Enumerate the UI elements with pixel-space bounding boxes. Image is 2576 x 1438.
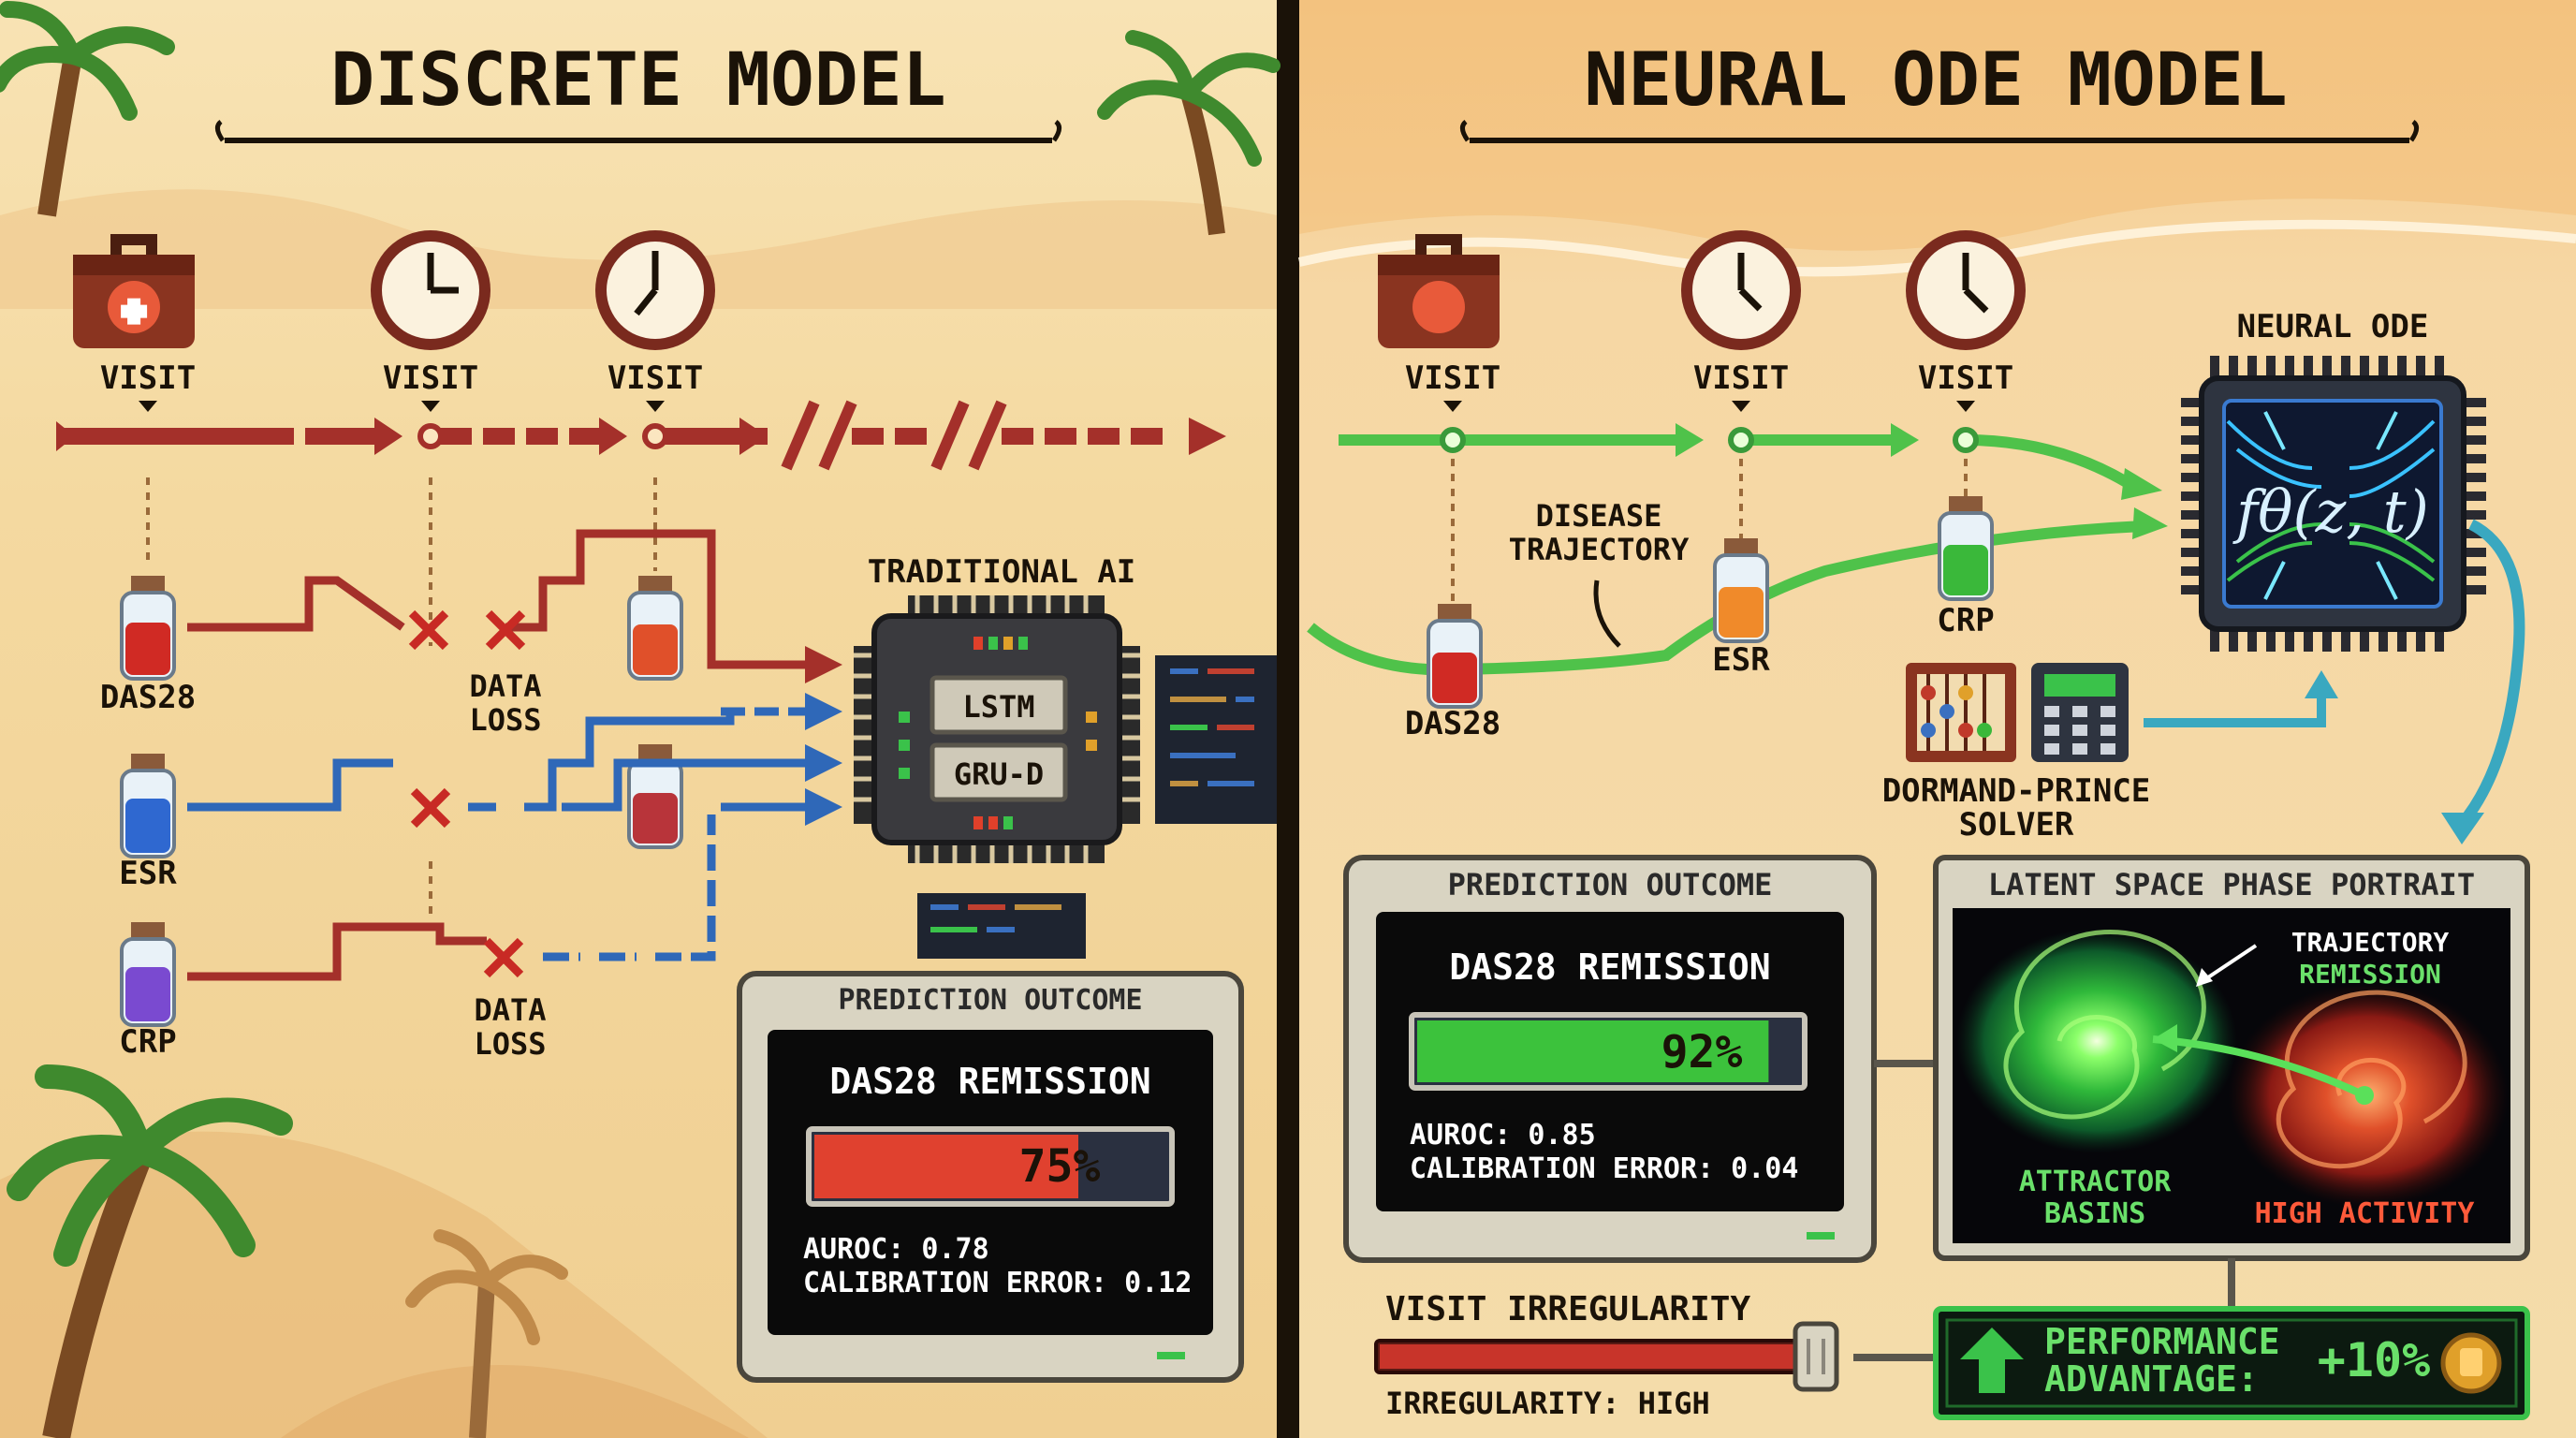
outcome-header: PREDICTION OUTCOME [1448, 867, 1773, 902]
auroc-label: AUROC: 0.85 [1410, 1119, 1596, 1152]
advantage-label: PERFORMANCE [2044, 1321, 2280, 1362]
solver-arrow [2305, 670, 2338, 698]
vial-esr-icon [120, 754, 176, 858]
phase-portrait-panel [1933, 855, 2530, 1261]
solver-label: SOLVER [1959, 806, 2074, 844]
clock-icon [1906, 230, 2026, 350]
performance-advantage-panel [1933, 1306, 2530, 1420]
calibration-label: CALIBRATION ERROR: 0.04 [1410, 1152, 1798, 1185]
continuous-timeline [1339, 423, 2162, 500]
data-loss-label: LOSS [469, 702, 541, 738]
visit-label: VISIT [1693, 360, 1789, 397]
advantage-value: +10% [2318, 1333, 2430, 1387]
chip-title: TRADITIONAL AI [868, 553, 1136, 591]
vial-das28-icon [120, 576, 176, 681]
biomarker-label: ESR [119, 855, 177, 892]
palm-tree-icon [1097, 30, 1281, 236]
dune [281, 1365, 749, 1438]
irregularity-status: IRREGULARITY: HIGH [1385, 1386, 1710, 1421]
chip-label-grud: GRU-D [954, 756, 1044, 792]
trophy-icon [2440, 1332, 2502, 1394]
vial-crp-icon [1938, 496, 1994, 601]
outcome-metric: DAS28 REMISSION [1449, 946, 1770, 988]
dune [0, 1131, 768, 1438]
ode-title: NEURAL ODE [2237, 308, 2429, 345]
dune [1299, 0, 2576, 251]
calculator-icon [2031, 663, 2129, 762]
visit-guide [1451, 459, 1968, 609]
visit-label: VISIT [1405, 360, 1500, 397]
crp-route [187, 814, 716, 981]
solver-label: DORMAND-PRINCE [1882, 772, 2151, 810]
data-loss-x-icon [408, 609, 526, 978]
phase-remission-label: REMISSION [2299, 959, 2441, 990]
right-title: NEURAL ODE MODEL [1584, 38, 2287, 123]
advantage-label: ADVANTAGE: [2044, 1358, 2259, 1400]
data-stream-panel [917, 655, 1277, 959]
visit-label: VISIT [1918, 360, 2013, 397]
title-flourish [1460, 120, 2419, 142]
neural-ode-chip [2181, 356, 2486, 652]
palm-tree-icon [7, 1064, 293, 1438]
palm-tree-icon [0, 1, 175, 217]
data-loss-label: LOSS [474, 1026, 546, 1062]
progress-fill [814, 1135, 1078, 1198]
wave-line [1297, 219, 2576, 277]
dune [0, 189, 1277, 309]
solver-arrow [2144, 695, 2326, 727]
palm-tree-icon [405, 1229, 568, 1438]
vial-icon [627, 576, 683, 681]
esr-route [187, 693, 842, 826]
biomarker-label: ESR [1712, 641, 1770, 679]
visit-label: VISIT [100, 360, 196, 397]
irregularity-slider-handle[interactable] [1793, 1321, 1839, 1392]
das28-route [187, 529, 842, 683]
outcome-header: PREDICTION OUTCOME [838, 984, 1142, 1017]
title-flourish [215, 120, 1061, 142]
up-arrow-icon [1960, 1328, 2024, 1393]
medical-bag-icon [73, 234, 195, 348]
data-loss-label: DATA [469, 668, 541, 704]
vial-icon [627, 744, 683, 849]
chip-label-lstm: LSTM [962, 689, 1034, 725]
biomarker-label: DAS28 [1405, 705, 1500, 742]
abacus-icon [1906, 663, 2016, 762]
vial-crp-icon [120, 922, 176, 1027]
vial-esr-icon [1713, 538, 1769, 643]
discrete-timeline [56, 400, 1226, 471]
trajectory-label: DISEASE [1536, 498, 1662, 534]
ode-formula: fθ(z, t) [2232, 477, 2429, 546]
vial-das28-icon [1427, 604, 1483, 709]
biomarker-label: DAS28 [100, 679, 196, 716]
progress-fill [1417, 1020, 1769, 1082]
outcome-metric: DAS28 REMISSION [829, 1061, 1150, 1102]
biomarker-label: CRP [119, 1023, 176, 1061]
left-title: DISCRETE MODEL [330, 38, 945, 123]
data-loss-label: DATA [474, 992, 546, 1028]
ode-output-arrow [2457, 519, 2525, 828]
trajectory-label: TRAJECTORY [1509, 532, 1690, 567]
clock-icon [595, 230, 715, 350]
attractor-label: BASINS [2044, 1197, 2145, 1230]
irregularity-label: VISIT IRREGULARITY [1385, 1290, 1750, 1328]
medical-bag-icon [1378, 234, 1500, 348]
phase-trajectory-label: TRAJECTORY [2291, 927, 2450, 958]
phase-header: LATENT SPACE PHASE PORTRAIT [1988, 867, 2475, 902]
irregularity-fill [1380, 1344, 1827, 1369]
calibration-label: CALIBRATION ERROR: 0.12 [803, 1267, 1192, 1299]
clock-icon [371, 230, 490, 350]
ode-output-arrow [2441, 813, 2484, 844]
traditional-ai-chip [854, 595, 1140, 863]
center-divider [1277, 0, 1299, 1438]
auroc-label: AUROC: 0.78 [803, 1233, 989, 1266]
biomarker-label: CRP [1937, 602, 1994, 639]
visit-label: VISIT [607, 360, 703, 397]
progress-label: 75% [1019, 1140, 1101, 1193]
attractor-label: ATTRACTOR [2019, 1166, 2172, 1198]
clock-icon [1681, 230, 1801, 350]
visit-label: VISIT [383, 360, 478, 397]
high-activity-label: HIGH ACTIVITY [2255, 1197, 2475, 1230]
progress-label: 92% [1661, 1026, 1743, 1078]
